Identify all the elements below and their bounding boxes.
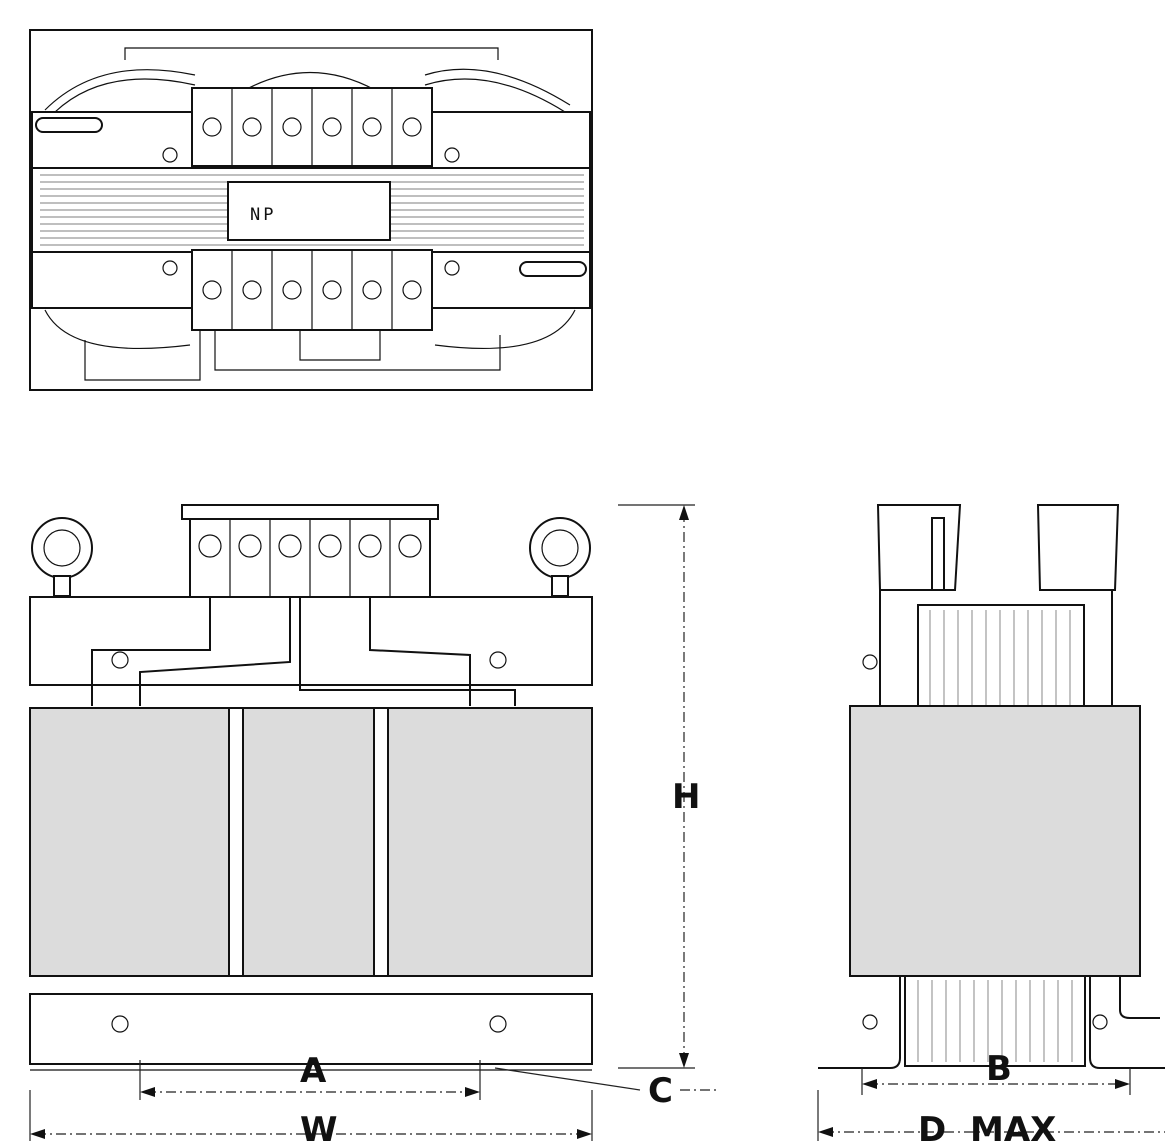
upper-clamp	[29, 596, 593, 686]
top-view: NP	[29, 29, 593, 391]
coil-assembly	[29, 707, 593, 977]
lifting-eye-right	[529, 517, 591, 579]
side-view	[818, 504, 1165, 1069]
side-core-upper	[917, 604, 1085, 708]
dimension-lines	[29, 504, 1165, 1141]
side-core-laminations-lower	[917, 980, 1073, 1062]
dimension-label-h: H	[672, 777, 700, 817]
dimension-label-d: D	[918, 1110, 946, 1141]
front-view	[29, 504, 593, 1071]
dimension-label-b: B	[986, 1049, 1012, 1089]
side-core-laminations-upper	[929, 610, 1071, 705]
dimension-label-c: C	[648, 1071, 673, 1111]
lower-clamp	[29, 993, 593, 1065]
nameplate-label: NP	[250, 205, 276, 225]
lower-terminal-block	[162, 249, 460, 331]
front-terminal-block	[181, 504, 439, 598]
dimension-label-w: W	[300, 1110, 338, 1141]
dimension-label-a: A	[300, 1051, 327, 1091]
side-core-lower	[904, 975, 1086, 1067]
upper-terminal-block	[162, 87, 460, 167]
dimension-label-max: MAX	[970, 1110, 1056, 1141]
lifting-eye-left	[31, 517, 93, 579]
side-coil	[849, 705, 1141, 977]
nameplate	[227, 181, 391, 241]
